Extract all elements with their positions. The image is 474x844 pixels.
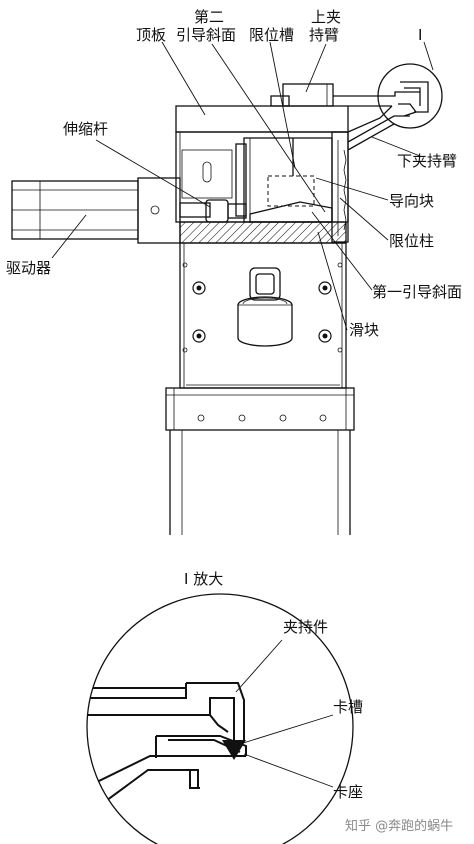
label-card-seat: 卡座 xyxy=(333,783,363,801)
hatched-rail xyxy=(179,221,347,244)
label-upper-clamp-2: 持臂 xyxy=(309,26,339,44)
label-upper-clamp-1: 上夹 xyxy=(311,8,341,26)
label-detail-marker: I xyxy=(418,26,422,44)
label-limit-post: 限位柱 xyxy=(389,232,434,250)
driver-cylinder xyxy=(11,180,139,240)
label-limit-groove: 限位槽 xyxy=(249,26,294,44)
label-driver: 驱动器 xyxy=(6,259,51,277)
label-lower-clamp-arm: 下夹持臂 xyxy=(397,152,457,170)
limit-post xyxy=(331,131,349,243)
lower-flange xyxy=(165,387,355,431)
pedestal xyxy=(169,430,351,535)
detail-labels: 夹持件 卡槽 卡座 xyxy=(283,618,363,801)
detail-i-contents xyxy=(398,81,429,117)
main-labels: 顶板 第二 引导斜面 限位槽 上夹 持臂 I 伸缩杆 下夹持臂 导向块 限位柱 … xyxy=(6,8,462,339)
label-slider: 滑块 xyxy=(349,321,379,339)
telescopic-rod xyxy=(179,199,247,223)
watermark: 知乎 @奔跑的蜗牛 xyxy=(345,818,453,834)
detail-leaders xyxy=(235,639,334,788)
label-clamp-piece: 夹持件 xyxy=(283,618,328,636)
lower-clamp-arm xyxy=(347,105,410,151)
leader-lines xyxy=(51,41,434,331)
label-second-guide-1: 第二 xyxy=(194,8,224,26)
base-column xyxy=(179,242,347,389)
label-telescopic-rod: 伸缩杆 xyxy=(63,120,108,138)
label-first-guide-slope: 第一引导斜面 xyxy=(372,283,462,301)
label-guide-block: 导向块 xyxy=(389,192,434,210)
detail-circle-i xyxy=(377,63,443,129)
label-card-slot: 卡槽 xyxy=(333,698,363,716)
label-second-guide-2: 引导斜面 xyxy=(176,26,236,44)
label-top-plate: 顶板 xyxy=(136,26,166,44)
upper-clamp-arm xyxy=(270,83,420,107)
main-assembly xyxy=(11,63,443,535)
detail-title: I 放大 xyxy=(184,570,223,588)
